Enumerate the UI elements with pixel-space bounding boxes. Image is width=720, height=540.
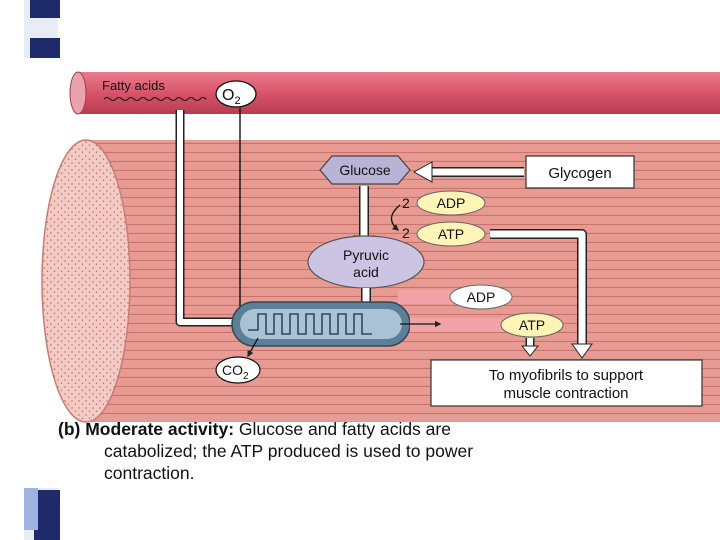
pyruvic-label-line1: Pyruvic — [343, 247, 389, 263]
atp-connector — [410, 318, 504, 332]
o2-bubble — [215, 80, 257, 108]
myofibrils-label-line1: To myofibrils to support — [489, 367, 644, 384]
adp-top-label: ADP — [437, 195, 466, 211]
figure-caption: (b) Moderate activity: Glucose and fatty… — [58, 418, 698, 484]
fatty-acids-label: Fatty acids — [102, 78, 165, 93]
atp-bubble-top — [416, 221, 486, 247]
caption-line1: Glucose and fatty acids are — [238, 419, 451, 439]
adp-bubble-mito — [449, 284, 513, 310]
myofibrils-box — [430, 359, 703, 407]
glucose-hexagon — [319, 155, 411, 185]
caption-part: (b) — [58, 419, 81, 439]
atp-mito-label: ATP — [519, 317, 545, 333]
adp-to-atp-curve-arrow — [390, 204, 401, 231]
pyruvic-label-line2: acid — [353, 264, 379, 280]
atp-to-myofibrils-arrow — [490, 230, 586, 348]
blood-vessel — [69, 71, 720, 115]
glucose-label: Glucose — [339, 162, 391, 178]
myofibrils-label-line2: muscle contraction — [503, 385, 628, 402]
glycogen-label: Glycogen — [548, 165, 611, 182]
adp-bubble-top — [416, 190, 486, 216]
glycogen-box — [525, 155, 635, 189]
two-atp-coefficient: 2 — [402, 225, 410, 241]
atp-bubble-mito — [500, 312, 564, 338]
o2-label: O2 — [222, 87, 241, 107]
co2-bubble — [215, 356, 261, 384]
co2-label: CO2 — [222, 362, 249, 382]
caption-heading: Moderate activity: — [85, 419, 235, 439]
caption-line3: contraction. — [104, 463, 195, 483]
adp-mito-label: ADP — [467, 289, 496, 305]
fatty-acids-squiggle-icon — [103, 97, 207, 101]
atp-top-label: ATP — [438, 226, 464, 242]
caption-line2: catabolized; the ATP produced is used to… — [104, 441, 474, 461]
adp-connector — [398, 290, 454, 304]
two-adp-coefficient: 2 — [402, 195, 410, 211]
mitochondrion — [231, 301, 411, 347]
fatty-acid-arrow — [177, 110, 236, 325]
co2-arrow — [247, 337, 259, 358]
